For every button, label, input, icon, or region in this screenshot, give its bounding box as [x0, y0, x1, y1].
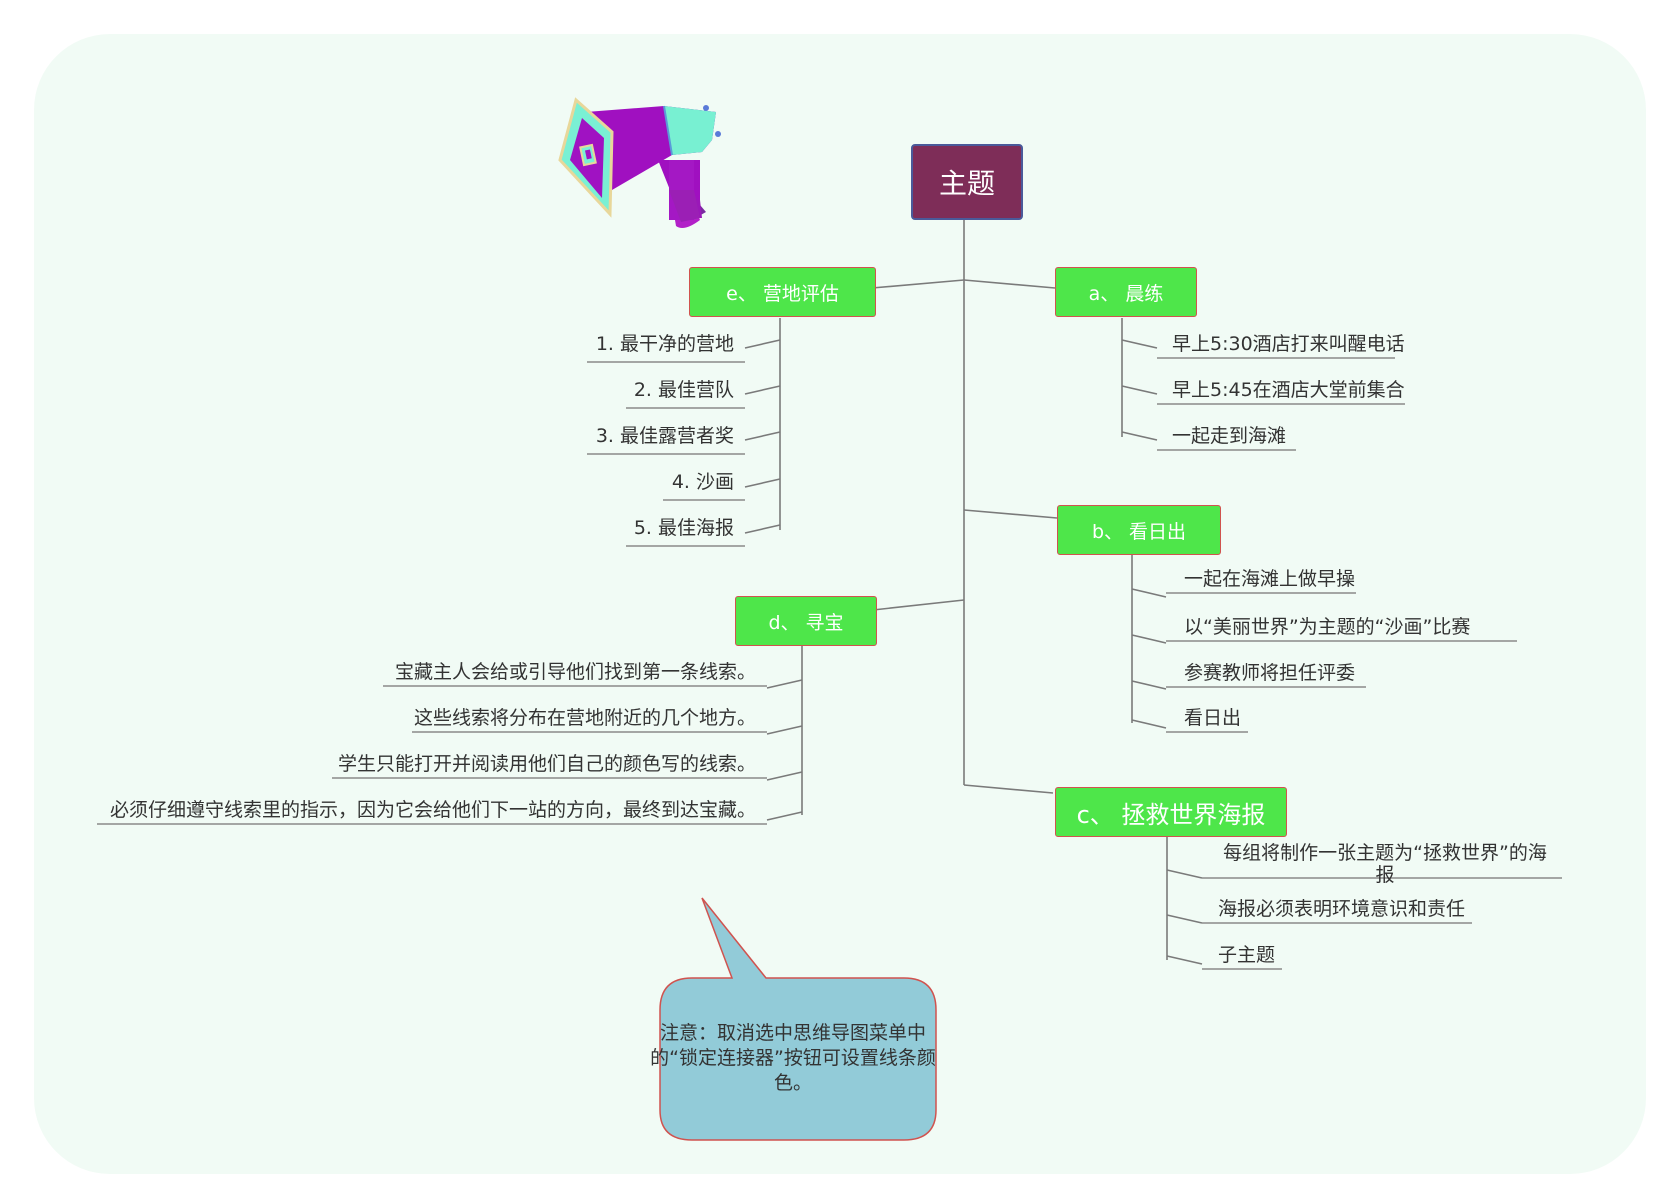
leaf-d-2[interactable]: 这些线索将分布在营地附近的几个地方。	[413, 707, 756, 729]
megaphone-icon	[558, 97, 721, 228]
branch-e[interactable]: e、 营地评估	[689, 267, 876, 317]
branch-a[interactable]: a、 晨练	[1055, 267, 1197, 317]
branch-b[interactable]: b、 看日出	[1057, 505, 1221, 555]
leaf-a-2[interactable]: 早上5:45在酒店大堂前集合	[1172, 379, 1405, 401]
leaf-a-3[interactable]: 一起走到海滩	[1172, 425, 1287, 447]
leaf-b-3[interactable]: 参赛教师将担任评委	[1184, 662, 1356, 684]
leaf-d-4[interactable]: 必须仔细遵守线索里的指示，因为它会给他们下一站的方向，最终到达宝藏。	[109, 799, 756, 821]
leaf-e-5[interactable]: 5. 最佳海报	[633, 517, 734, 539]
leaf-e-1[interactable]: 1. 最干净的营地	[595, 333, 734, 355]
leaf-d-3[interactable]: 学生只能打开并阅读用他们自己的颜色写的线索。	[337, 753, 756, 775]
leaf-c-1[interactable]: 每组将制作一张主题为“拯救世界”的海报	[1223, 842, 1547, 886]
callout-note[interactable]: 注意：取消选中思维导图菜单中的“锁定连接器”按钮可设置线条颜色。	[650, 1021, 936, 1094]
leaf-b-1[interactable]: 一起在海滩上做早操	[1184, 568, 1356, 590]
leaf-e-3[interactable]: 3. 最佳露营者奖	[595, 425, 734, 447]
branch-c[interactable]: c、 拯救世界海报	[1055, 787, 1287, 837]
root-topic[interactable]: 主题	[911, 144, 1023, 220]
branch-d[interactable]: d、 寻宝	[735, 596, 877, 646]
leaf-d-1[interactable]: 宝藏主人会给或引导他们找到第一条线索。	[394, 661, 756, 683]
leaf-e-4[interactable]: 4. 沙画	[671, 471, 734, 493]
leaf-b-2[interactable]: 以“美丽世界”为主题的“沙画”比赛	[1184, 616, 1471, 638]
callout-balloon	[659, 897, 937, 1141]
leaf-e-2[interactable]: 2. 最佳营队	[633, 379, 734, 401]
leaf-c-3[interactable]: 子主题	[1218, 944, 1276, 966]
leaf-c-2[interactable]: 海报必须表明环境意识和责任	[1218, 898, 1466, 920]
leaf-a-1[interactable]: 早上5:30酒店打来叫醒电话	[1172, 333, 1405, 355]
leaf-b-4[interactable]: 看日出	[1184, 707, 1242, 729]
